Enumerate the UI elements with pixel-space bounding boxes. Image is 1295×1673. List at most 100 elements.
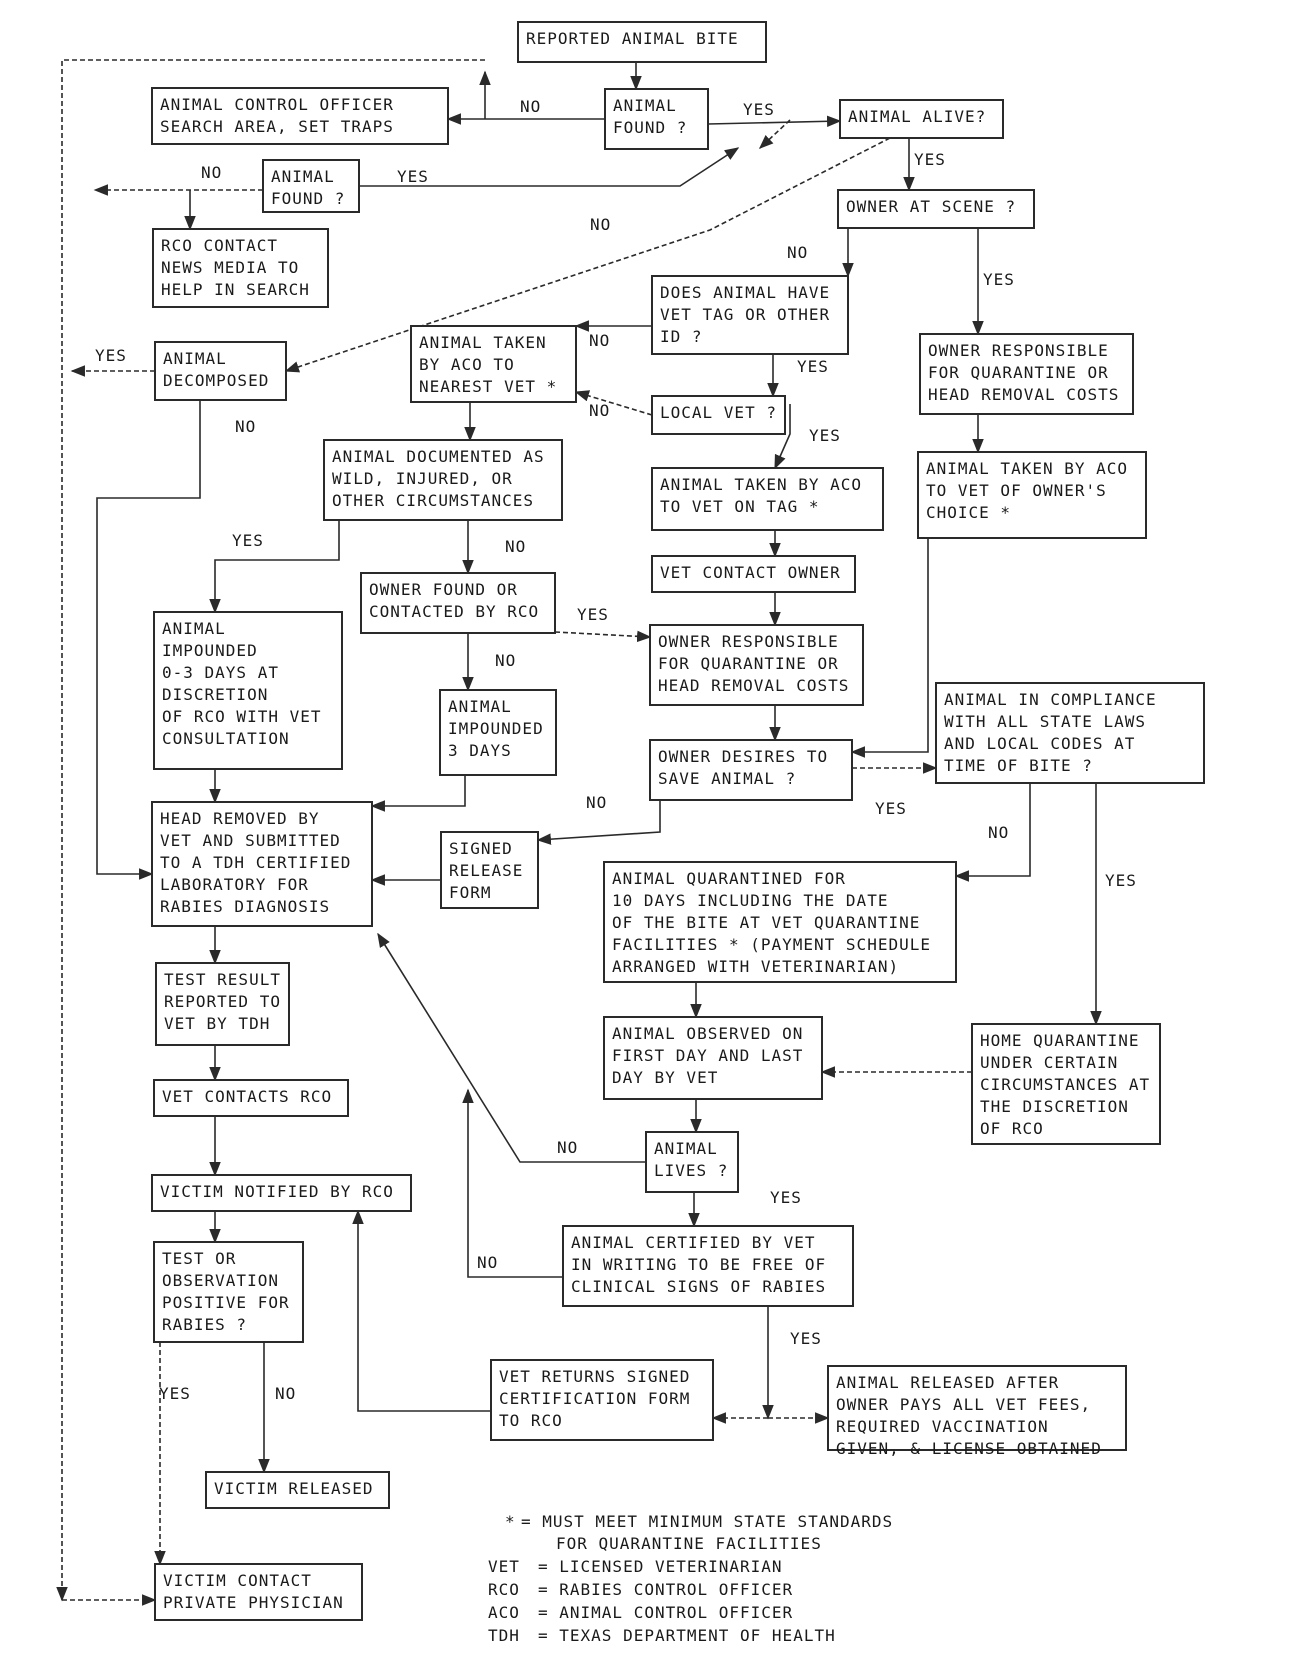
node-text-line: OBSERVATION (162, 1271, 279, 1290)
node-text-line: HEAD REMOVED BY (160, 809, 320, 828)
edge-choice-to-desires (850, 538, 929, 758)
node-text-line: VET BY TDH (164, 1014, 270, 1033)
node-text-line: ANIMAL RELEASED AFTER (836, 1373, 1059, 1392)
edge-lives-no-to-head (377, 932, 646, 1163)
edge-label-yes-desires: YES (875, 799, 907, 818)
node-text-line: SEARCH AREA, SET TRAPS (160, 117, 394, 136)
node-text-line: WITH ALL STATE LAWS (944, 712, 1146, 731)
node-text-line: VET TAG OR OTHER (660, 305, 830, 324)
node-text-line: OWNER DESIRES TO (658, 747, 828, 766)
node-text-line: GIVEN, & LICENSE OBTAINED (836, 1439, 1102, 1458)
node-text-line: 0-3 DAYS AT (162, 663, 279, 682)
node-text-line: ANIMAL (613, 96, 677, 115)
node-box (604, 88, 709, 150)
edge-label-yes-certified: YES (790, 1329, 822, 1348)
node-text-line: RELEASE (449, 861, 523, 880)
node-text-line: TIME OF BITE ? (944, 756, 1093, 775)
node-text-line: ANIMAL QUARANTINED FOR (612, 869, 846, 888)
node-box (827, 1365, 1127, 1451)
edge-label-yes-ownerfound: YES (577, 605, 609, 624)
node-text-line: TO VET OF OWNER'S (926, 481, 1107, 500)
node-text-line: RABIES DIAGNOSIS (160, 897, 330, 916)
node-text-line: FIRST DAY AND LAST (612, 1046, 803, 1065)
node-text-line: IMPOUNDED (162, 641, 258, 660)
node-box (440, 831, 539, 909)
legend-text: FOR QUARANTINE FACILITIES (556, 1534, 822, 1553)
edge-alive-back-to-found2 (758, 119, 791, 149)
edge-documented-yes-to-impound (209, 520, 340, 614)
node-text-line: RABIES ? (162, 1315, 247, 1334)
edge-top-loop-left (56, 59, 485, 1602)
node-text-line: LIVES ? (654, 1161, 728, 1180)
node-text-line: ANIMAL TAKEN (419, 333, 547, 352)
node-text-line: REPORTED TO (164, 992, 281, 1011)
node-box (971, 1023, 1161, 1145)
edge-label-no-alive: NO (590, 215, 611, 234)
edge-label-no-ownerfound: NO (495, 651, 516, 670)
edge-label-no-found1: NO (520, 97, 541, 116)
node-text-line: ANIMAL CONTROL OFFICER (160, 95, 394, 114)
node-text-line: TO A TDH CERTIFIED (160, 853, 351, 872)
node-box (651, 395, 786, 435)
node-text-line: IN WRITING TO BE FREE OF (571, 1255, 826, 1274)
node-box (262, 159, 360, 213)
edge-impound3-to-head (370, 775, 466, 812)
node-box (649, 624, 864, 706)
edge-label-yes-scene: YES (983, 270, 1015, 289)
node-text-line: TO VET ON TAG * (660, 497, 820, 516)
node-text-line: AND LOCAL CODES AT (944, 734, 1135, 753)
node-text-line: HOME QUARANTINE (980, 1031, 1140, 1050)
edge-label-no-found2: NO (201, 163, 222, 182)
node-text-line: FORM (449, 883, 492, 902)
node-text-line: UNDER CERTAIN (980, 1053, 1118, 1072)
node-text-line: FOR QUARANTINE OR (658, 654, 839, 673)
node-text-line: CONSULTATION (162, 729, 290, 748)
edge-label-no-lives: NO (557, 1138, 578, 1157)
edge-label-yes-found1: YES (743, 100, 775, 119)
edge-found1-yes-to-alive (707, 115, 842, 128)
node-box (323, 439, 563, 521)
node-vet-contacts-rco: VET CONTACTS RCO (153, 1079, 349, 1117)
edge-label-yes-localvet: YES (809, 426, 841, 445)
edge-label-no-scene: NO (787, 243, 808, 262)
node-text-line: SIGNED (449, 839, 513, 858)
node-box (151, 801, 373, 927)
edge-desires-no-to-release (536, 800, 661, 845)
node-box (360, 572, 556, 634)
node-text-line: ANIMAL (654, 1139, 718, 1158)
node-text-line: FOUND ? (271, 189, 345, 208)
node-text-line: ANIMAL (163, 349, 227, 368)
edge-localvet-yes-down (774, 404, 791, 470)
node-box (935, 682, 1205, 784)
node-text-line: ARRANGED WITH VETERINARIAN) (612, 957, 899, 976)
node-text-line: TEST RESULT (164, 970, 281, 989)
node-text-line: NEWS MEDIA TO (161, 258, 299, 277)
node-text-line: PRIVATE PHYSICIAN (163, 1593, 344, 1612)
node-text-line: ANIMAL ALIVE? (848, 107, 986, 126)
node-text-line: 10 DAYS INCLUDING THE DATE (612, 891, 888, 910)
node-text-line: ANIMAL IN COMPLIANCE (944, 690, 1157, 709)
node-box (917, 451, 1147, 539)
node-text-line: ANIMAL (448, 697, 512, 716)
legend-key: RCO (488, 1580, 520, 1599)
edge-label-yes-positive: YES (159, 1384, 191, 1403)
node-text-line: CIRCUMSTANCES AT (980, 1075, 1150, 1094)
node-vet-contact-owner: VET CONTACT OWNER (651, 555, 856, 593)
node-text-line: THE DISCRETION (980, 1097, 1129, 1116)
node-text-line: VICTIM RELEASED (214, 1479, 374, 1498)
node-text-line: IMPOUNDED (448, 719, 544, 738)
node-box (562, 1225, 854, 1307)
node-text-line: VET RETURNS SIGNED (499, 1367, 690, 1386)
edge-compliance-no-to-quarantine (954, 783, 1031, 882)
node-local-vet: LOCAL VET ? (651, 395, 786, 435)
node-text-line: ID ? (660, 327, 703, 346)
edge-label-yes-tag: YES (797, 357, 829, 376)
